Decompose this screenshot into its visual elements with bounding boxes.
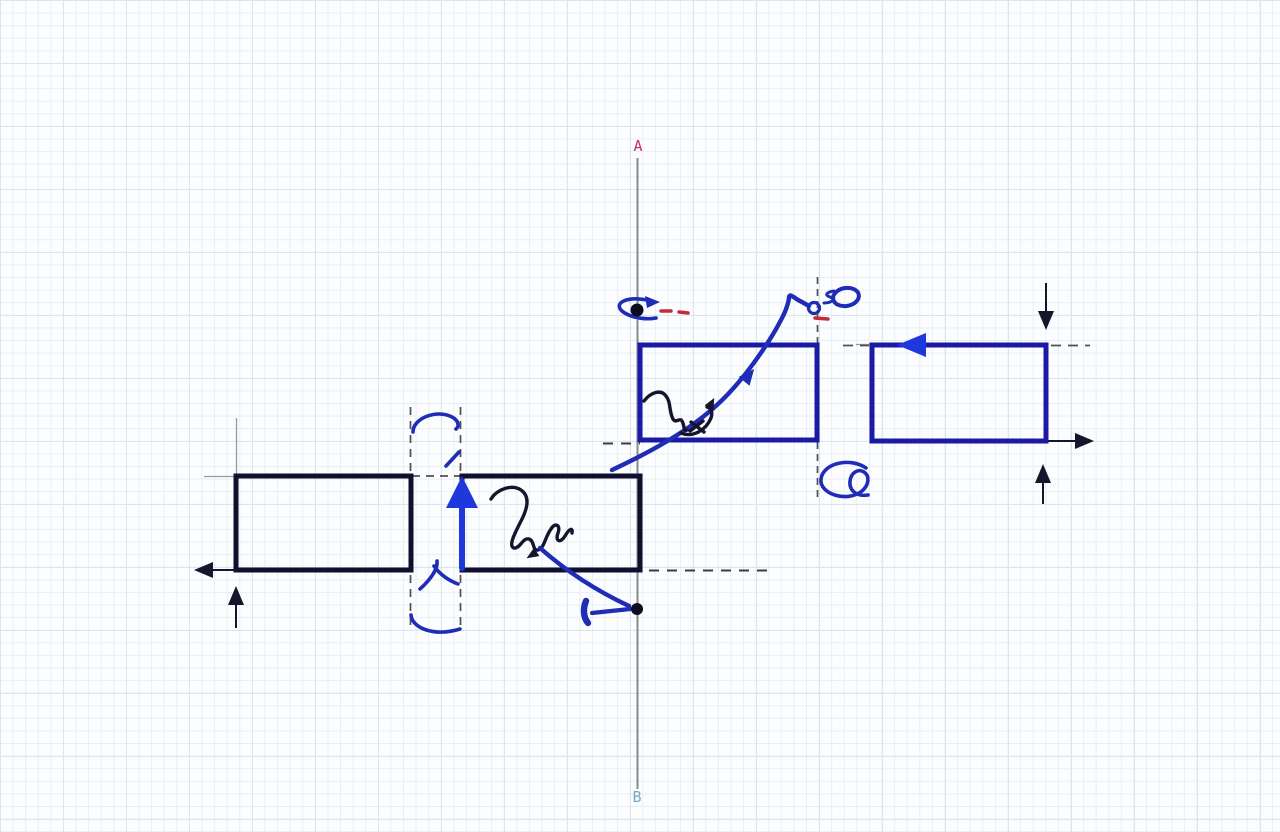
pivot-dot[interactable] <box>630 303 644 317</box>
dim-arrows-upper-right <box>1035 283 1094 504</box>
diagonal-tick[interactable] <box>444 450 461 468</box>
pivot-link-line[interactable] <box>589 606 633 616</box>
x-mark[interactable] <box>688 419 705 433</box>
branch-mark[interactable] <box>432 564 460 586</box>
arrow-right-icon[interactable] <box>1075 433 1094 449</box>
scribble-arrowhead-icon[interactable] <box>704 396 719 411</box>
red-tick[interactable] <box>813 316 830 321</box>
rotation-arrow-icon[interactable] <box>617 297 658 321</box>
trajectory-curve[interactable] <box>609 293 812 473</box>
arc-mark-bottom[interactable] <box>409 613 462 634</box>
top-pivot-group <box>617 296 690 321</box>
rect-upper-right[interactable] <box>869 342 1049 444</box>
pivot-dot[interactable] <box>631 603 643 615</box>
hinge-circle[interactable] <box>806 300 822 316</box>
arrow-left-icon[interactable] <box>897 333 926 357</box>
rotation-arrowhead-icon[interactable] <box>645 296 660 308</box>
red-tick[interactable] <box>677 310 690 315</box>
hand-scribble-arc[interactable] <box>679 405 714 437</box>
hand-scribble[interactable] <box>489 485 574 552</box>
arrow-up-icon[interactable] <box>1035 464 1051 483</box>
alpha-scribble[interactable] <box>819 460 870 499</box>
small-squiggle[interactable] <box>822 289 836 305</box>
blue-up-arrow <box>446 476 478 571</box>
scribble-arrowhead-icon[interactable] <box>524 547 540 563</box>
upper-scribble-group <box>642 390 719 437</box>
branch-mark[interactable] <box>418 559 439 591</box>
axis-label-a[interactable]: A <box>633 137 642 155</box>
lower-scribble-group <box>489 485 574 563</box>
arc-mark-top[interactable] <box>411 412 460 434</box>
axis-group: A B <box>632 137 642 806</box>
tick-mark[interactable] <box>580 597 592 627</box>
arrow-down-icon[interactable] <box>1038 311 1054 330</box>
rect-lower-left[interactable] <box>233 473 414 573</box>
construction-guides <box>204 277 1090 629</box>
hand-scribble[interactable] <box>642 390 689 433</box>
between-rect-marks <box>409 412 462 634</box>
loop-oval[interactable] <box>831 285 861 309</box>
arrow-up-icon[interactable] <box>228 586 244 605</box>
trajectory-curve[interactable] <box>537 545 632 609</box>
upper-trajectory-group <box>609 285 861 473</box>
dim-arrows-lower-left <box>194 562 244 628</box>
axis-label-b[interactable]: B <box>632 788 641 806</box>
lower-trajectory-group <box>537 545 643 627</box>
rect-upper-center[interactable] <box>637 342 820 443</box>
arrow-up-icon[interactable] <box>446 476 478 508</box>
arrow-left-icon[interactable] <box>194 562 213 578</box>
curve-arrowhead-icon[interactable] <box>738 364 760 386</box>
